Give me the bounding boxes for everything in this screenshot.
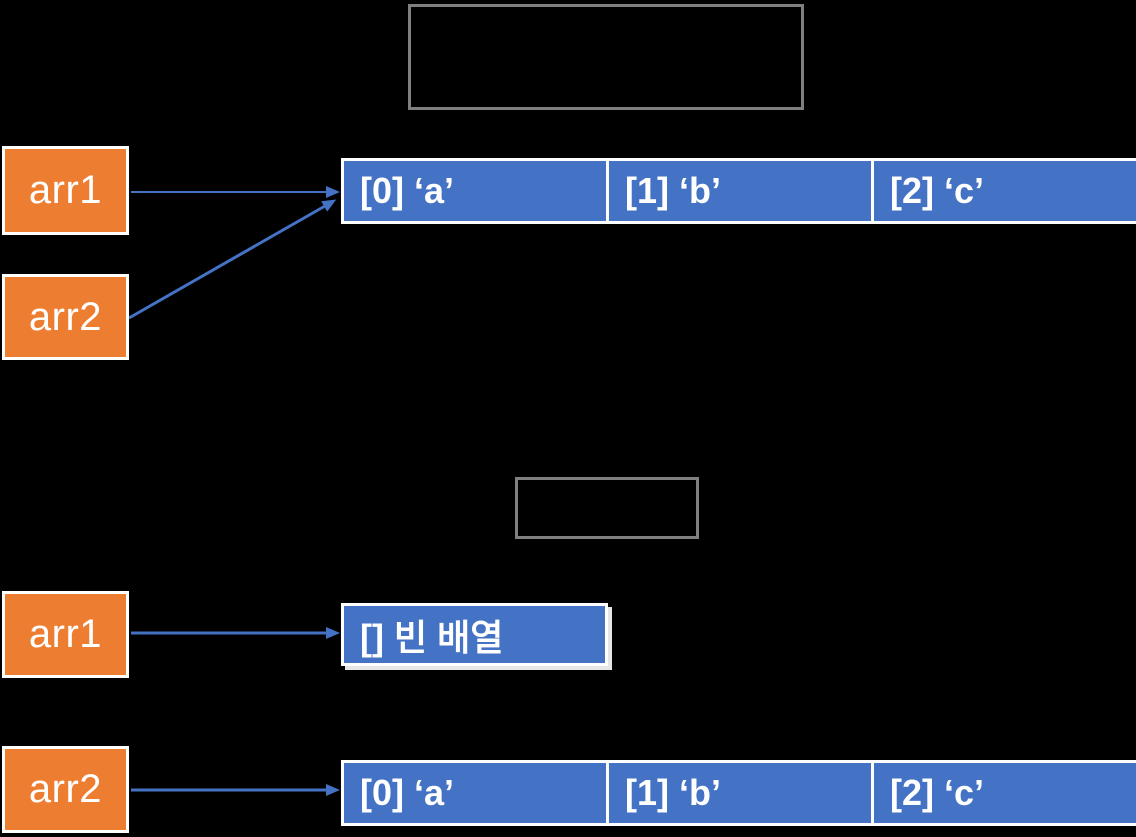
bottom-label-box	[515, 477, 699, 539]
array-cell-text: [0] ‘a’	[360, 772, 455, 813]
var-box-arr1-bottom: arr1	[2, 591, 129, 678]
empty-array-box: [] 빈 배열	[341, 603, 608, 666]
var-label-arr2-top: arr2	[28, 294, 103, 339]
array-cell: [2] ‘c’	[871, 760, 1136, 826]
var-box-arr1-top: arr1	[2, 146, 129, 235]
var-label-arr2-bottom: arr2	[28, 767, 103, 811]
array-cell: [0] ‘a’	[341, 158, 609, 224]
array-bottom: [0] ‘a’ [1] ‘b’ [2] ‘c’	[341, 760, 1136, 826]
var-box-arr2-bottom: arr2	[2, 746, 129, 833]
array-cell: [0] ‘a’	[341, 760, 609, 826]
top-label-box	[408, 4, 804, 110]
arrow-arr2-top-to-array	[128, 199, 337, 320]
array-top: [0] ‘a’ [1] ‘b’ [2] ‘c’	[341, 158, 1136, 224]
array-cell: [1] ‘b’	[606, 158, 874, 224]
var-label-arr1-bottom: arr1	[28, 612, 103, 656]
array-cell: [1] ‘b’	[606, 760, 874, 826]
array-cell-text: [2] ‘c’	[890, 170, 985, 211]
var-label-arr1-top: arr1	[28, 168, 103, 212]
array-cell: [2] ‘c’	[871, 158, 1136, 224]
array-cell-text: [2] ‘c’	[890, 772, 985, 813]
array-cell-text: [1] ‘b’	[625, 772, 721, 813]
array-cell-text: [1] ‘b’	[625, 170, 721, 211]
var-box-arr2-top: arr2	[2, 274, 129, 360]
empty-array-text: [] 빈 배열	[360, 616, 504, 658]
array-cell-text: [0] ‘a’	[360, 170, 455, 211]
